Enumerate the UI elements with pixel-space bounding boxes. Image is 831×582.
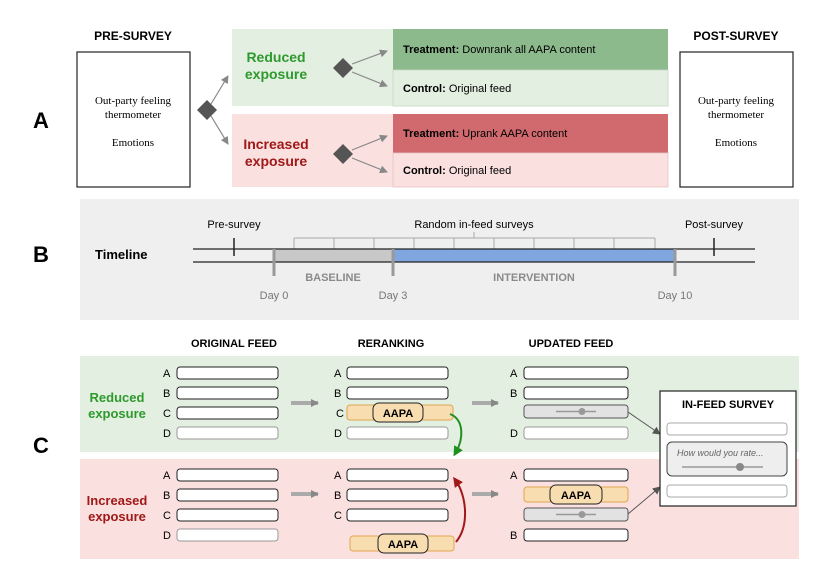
increased-arrow-control bbox=[351, 157, 388, 174]
increased-aapa-post-bottom: AAPA bbox=[349, 533, 455, 554]
post-survey-marker-label: Post-survey bbox=[685, 219, 744, 231]
col-updated-feed: UPDATED FEED bbox=[529, 338, 614, 350]
panel-a-letter: A bbox=[33, 108, 49, 133]
reduced-survey-link bbox=[627, 411, 661, 435]
pre-survey-box bbox=[76, 51, 191, 188]
svg-text:A: A bbox=[510, 470, 518, 482]
svg-text:B: B bbox=[163, 388, 170, 400]
pre-survey-line2: thermometer bbox=[105, 109, 162, 121]
post-survey-title: POST-SURVEY bbox=[693, 29, 778, 43]
svg-text:A: A bbox=[334, 470, 342, 482]
reduced-survey-slot bbox=[523, 404, 629, 419]
svg-text:A: A bbox=[510, 368, 518, 380]
panel-b-letter: B bbox=[33, 242, 49, 267]
increased-label-1: Increased bbox=[243, 136, 308, 152]
increased-treatment-box bbox=[393, 114, 668, 153]
svg-text:C: C bbox=[336, 408, 344, 420]
increased-updated-feed: A B bbox=[510, 468, 629, 542]
branch-arrow-increased bbox=[210, 115, 229, 145]
increased-aapa-post-top: AAPA bbox=[523, 484, 629, 505]
svg-text:A: A bbox=[163, 470, 171, 482]
svg-text:D: D bbox=[334, 428, 342, 440]
pre-survey-title: PRE-SURVEY bbox=[94, 29, 172, 43]
pre-survey-line3: Emotions bbox=[112, 137, 154, 149]
col-reranking: RERANKING bbox=[358, 338, 425, 350]
svg-text:B: B bbox=[334, 490, 341, 502]
reduced-label-2: exposure bbox=[245, 66, 307, 82]
in-feed-survey-slot-bottom bbox=[666, 484, 788, 498]
in-feed-survey-title: IN-FEED SURVEY bbox=[682, 399, 775, 411]
increased-arrow-treatment bbox=[351, 134, 388, 151]
intervention-band bbox=[393, 249, 675, 262]
svg-text:B: B bbox=[510, 388, 517, 400]
in-feed-survey-slider-knob bbox=[736, 463, 744, 471]
svg-text:D: D bbox=[163, 530, 171, 542]
svg-text:AAPA: AAPA bbox=[561, 490, 591, 502]
in-feed-survey-slot-top bbox=[666, 422, 788, 436]
increased-label-2: exposure bbox=[245, 153, 307, 169]
increased-survey-slot bbox=[523, 507, 629, 522]
increased-row-label-1: Increased bbox=[87, 493, 148, 508]
branch-arrow-reduced bbox=[210, 75, 229, 105]
increased-treatment-text: Treatment: Uprank AAPA content bbox=[403, 128, 567, 140]
panel-c-letter: C bbox=[33, 433, 49, 458]
svg-text:A: A bbox=[334, 368, 342, 380]
reduced-diamond bbox=[333, 58, 353, 78]
increased-row-label-2: exposure bbox=[88, 509, 146, 524]
increased-control-box bbox=[392, 152, 669, 188]
increased-control-text: Control: Original feed bbox=[403, 165, 511, 177]
svg-text:C: C bbox=[334, 510, 342, 522]
svg-text:AAPA: AAPA bbox=[388, 539, 418, 551]
downrank-arrow bbox=[449, 413, 463, 457]
col-original-feed: ORIGINAL FEED bbox=[191, 338, 277, 350]
svg-text:B: B bbox=[163, 490, 170, 502]
reduced-row-label-1: Reduced bbox=[90, 390, 145, 405]
svg-text:D: D bbox=[510, 428, 518, 440]
svg-text:A: A bbox=[163, 368, 171, 380]
post-survey-line1: Out-party feeling bbox=[698, 95, 775, 107]
timeline-label: Timeline bbox=[95, 247, 148, 262]
svg-text:C: C bbox=[163, 510, 171, 522]
svg-text:D: D bbox=[163, 428, 171, 440]
svg-text:B: B bbox=[334, 388, 341, 400]
branch-diamond bbox=[197, 100, 217, 120]
pre-survey-line1: Out-party feeling bbox=[95, 95, 172, 107]
in-feed-survey-question: How would you rate... bbox=[677, 448, 764, 458]
survey-bracket bbox=[293, 232, 656, 249]
reduced-original-feed: A B C D bbox=[163, 366, 279, 440]
reduced-label-1: Reduced bbox=[246, 49, 305, 65]
day3-label: Day 3 bbox=[379, 290, 408, 302]
reduced-arrow-control bbox=[351, 71, 388, 88]
increased-reranking-feed: A B C bbox=[334, 468, 449, 522]
increased-survey-link bbox=[627, 486, 661, 515]
post-survey-line2: thermometer bbox=[708, 109, 765, 121]
post-survey-line3: Emotions bbox=[715, 137, 757, 149]
day10-label: Day 10 bbox=[658, 290, 693, 302]
reduced-updated-feed: A B D bbox=[510, 366, 629, 440]
post-survey-box bbox=[679, 51, 794, 188]
pre-survey-marker-label: Pre-survey bbox=[207, 219, 261, 231]
baseline-label: BASELINE bbox=[305, 272, 361, 284]
svg-text:C: C bbox=[163, 408, 171, 420]
svg-text:B: B bbox=[510, 530, 517, 542]
reduced-treatment-box bbox=[393, 29, 668, 70]
reduced-row-label-2: exposure bbox=[88, 406, 146, 421]
baseline-band bbox=[274, 249, 393, 262]
uprank-arrow bbox=[453, 476, 467, 543]
day0-label: Day 0 bbox=[260, 290, 289, 302]
intervention-label: INTERVENTION bbox=[493, 272, 575, 284]
increased-diamond bbox=[333, 144, 353, 164]
reduced-aapa-post: AAPA bbox=[346, 402, 454, 423]
reduced-arrow-treatment bbox=[351, 49, 388, 65]
reduced-reranking-feed: A B C D bbox=[334, 366, 449, 440]
reduced-control-text: Control: Original feed bbox=[403, 83, 511, 95]
increased-original-feed: A B C D bbox=[163, 468, 279, 542]
reduced-treatment-text: Treatment: Downrank all AAPA content bbox=[403, 44, 595, 56]
svg-text:AAPA: AAPA bbox=[383, 408, 413, 420]
reduced-control-box bbox=[392, 69, 669, 107]
random-surveys-label: Random in-feed surveys bbox=[414, 219, 534, 231]
